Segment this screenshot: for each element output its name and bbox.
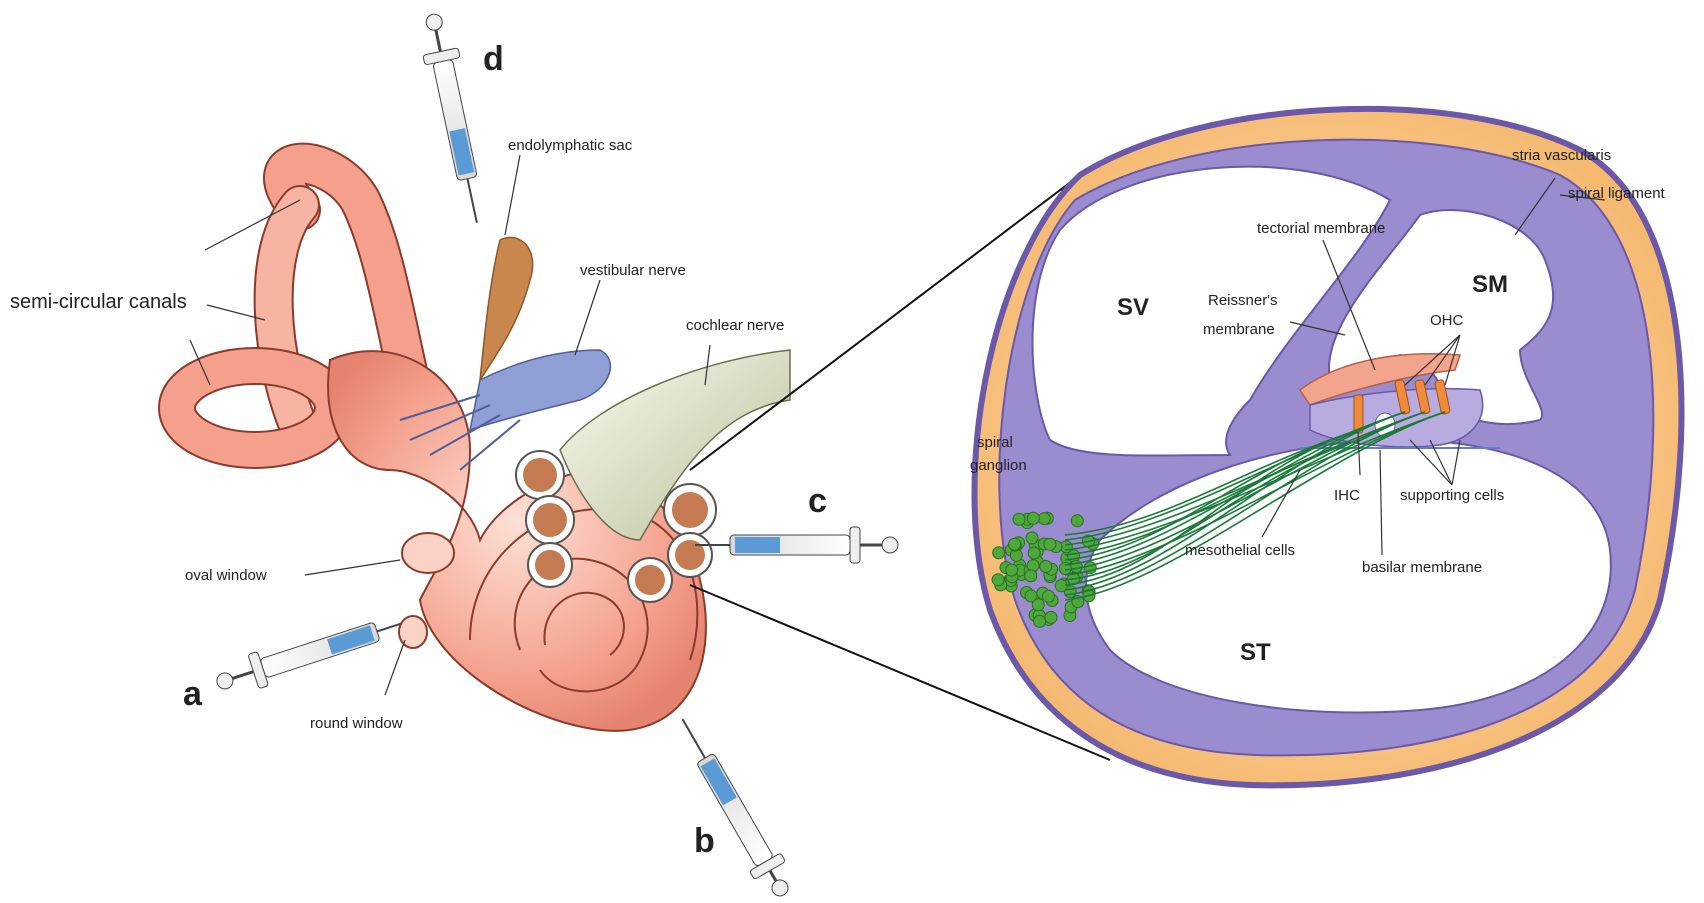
label-supporting-cells: supporting cells <box>1400 487 1504 504</box>
label-injection-b: b <box>694 822 715 860</box>
cochlear-duct-cross-section <box>974 109 1681 785</box>
label-basilar-membrane: basilar membrane <box>1362 559 1482 576</box>
label-spiral-ganglion-line1: spiral <box>977 434 1013 451</box>
label-reissners-membrane-line1: Reissner's <box>1208 292 1278 309</box>
label-ohc: OHC <box>1430 312 1464 329</box>
ganglion-cell <box>1013 513 1025 525</box>
label-sm: SM <box>1472 271 1508 298</box>
syringe-c <box>695 527 898 563</box>
endolymphatic-sac <box>480 237 533 380</box>
ganglion-cell <box>1038 513 1050 525</box>
ganglion-cell <box>1040 561 1052 573</box>
label-tectorial-membrane: tectorial membrane <box>1257 220 1385 237</box>
ganglion-cell <box>1045 611 1057 623</box>
ganglion-cell <box>992 574 1004 586</box>
ganglion-cell <box>1034 615 1046 627</box>
label-cochlear-nerve: cochlear nerve <box>686 317 784 334</box>
ganglion-cell <box>1027 512 1039 524</box>
ganglion-cell <box>993 547 1005 559</box>
label-spiral-ganglion-line2: ganglion <box>970 457 1027 474</box>
ganglion-cell <box>1006 564 1018 576</box>
label-oval-window: oval window <box>185 567 267 584</box>
label-ihc: IHC <box>1334 487 1360 504</box>
label-mesothelial-cells: mesothelial cells <box>1185 542 1295 559</box>
ganglion-cell <box>1043 590 1055 602</box>
label-reissners-membrane-line2: membrane <box>1203 321 1275 338</box>
label-round-window: round window <box>310 715 403 732</box>
ganglion-cell <box>1026 532 1038 544</box>
label-semicircular-canals: semi-circular canals <box>10 291 187 313</box>
oval-window <box>402 533 454 573</box>
label-injection-d: d <box>483 40 504 78</box>
label-vestibular-nerve: vestibular nerve <box>580 262 686 279</box>
syringe-b <box>667 710 800 903</box>
ganglion-cell <box>1028 547 1040 559</box>
ganglion-cell <box>1025 570 1037 582</box>
ganglion-cell <box>1009 538 1021 550</box>
label-st: ST <box>1240 639 1271 666</box>
label-stria-vascularis: stria vascularis <box>1512 147 1611 164</box>
ganglion-cell <box>1044 538 1056 550</box>
label-spiral-ligament: spiral ligament <box>1568 185 1666 202</box>
ganglion-cell <box>1032 599 1044 611</box>
inner-ear <box>177 164 790 731</box>
label-injection-c: c <box>808 482 827 520</box>
syringe-a <box>212 607 407 701</box>
label-sv: SV <box>1117 294 1149 321</box>
label-endolymphatic-sac: endolymphatic sac <box>508 137 633 154</box>
ganglion-cell <box>1071 515 1083 527</box>
label-injection-a: a <box>183 675 203 713</box>
